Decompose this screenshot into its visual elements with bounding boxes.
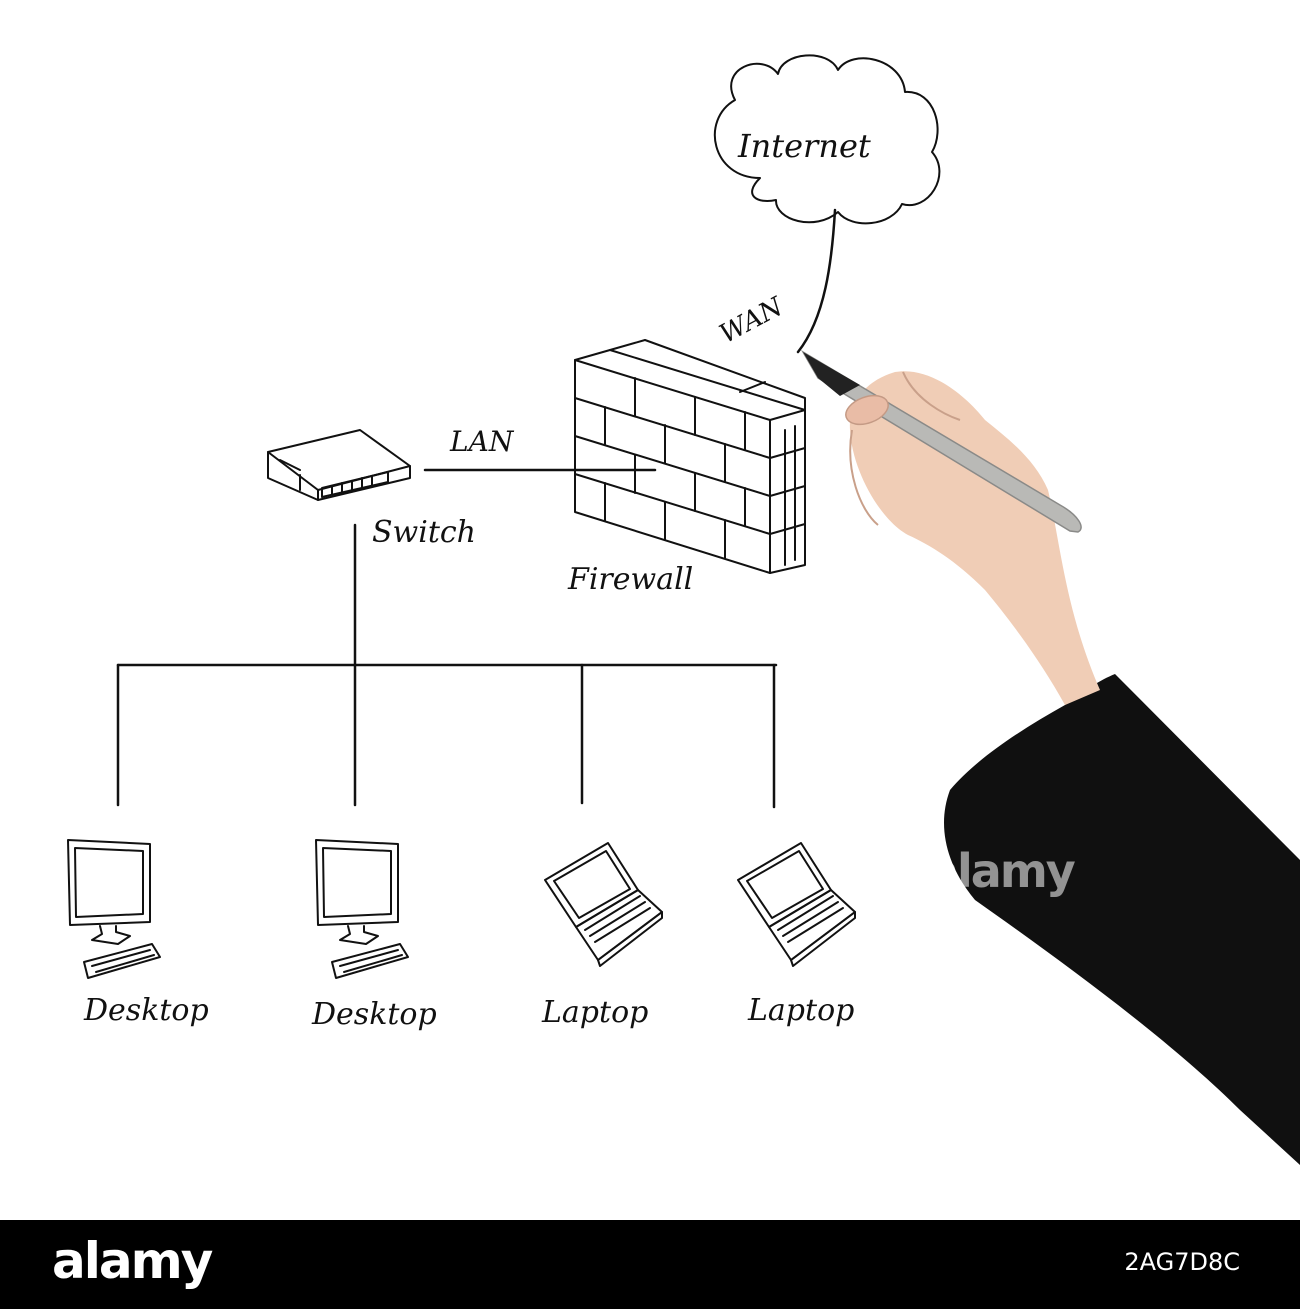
firewall-label: Firewall	[568, 562, 694, 597]
switch-icon	[267, 429, 411, 501]
desktop-1-icon	[67, 839, 161, 979]
internet-cloud-icon	[713, 54, 941, 225]
image-id: 2AG7D8C	[1124, 1248, 1240, 1276]
brand-logo: alamy	[52, 1232, 213, 1290]
hand-with-pen	[800, 349, 1300, 1165]
firewall-icon	[574, 339, 806, 574]
laptop-2-icon	[737, 842, 856, 967]
desktop-1-label: Desktop	[84, 993, 209, 1028]
internet-label: Internet	[738, 127, 871, 165]
desktop-2-icon	[315, 839, 409, 979]
footer-bar: alamy 2AG7D8C	[0, 1220, 1300, 1309]
laptop-1-label: Laptop	[542, 995, 649, 1030]
watermark: alamy	[928, 844, 1076, 898]
network-diagram: Internet WAN LAN Switch Firewall Desktop…	[67, 54, 1300, 1165]
laptop-1-icon	[544, 842, 663, 967]
lan-label: LAN	[450, 425, 514, 458]
wan-link	[796, 208, 837, 354]
laptop-2-label: Laptop	[748, 993, 855, 1028]
desktop-2-label: Desktop	[312, 997, 437, 1032]
switch-label: Switch	[372, 515, 477, 550]
diagram-drawing	[67, 54, 1300, 1165]
